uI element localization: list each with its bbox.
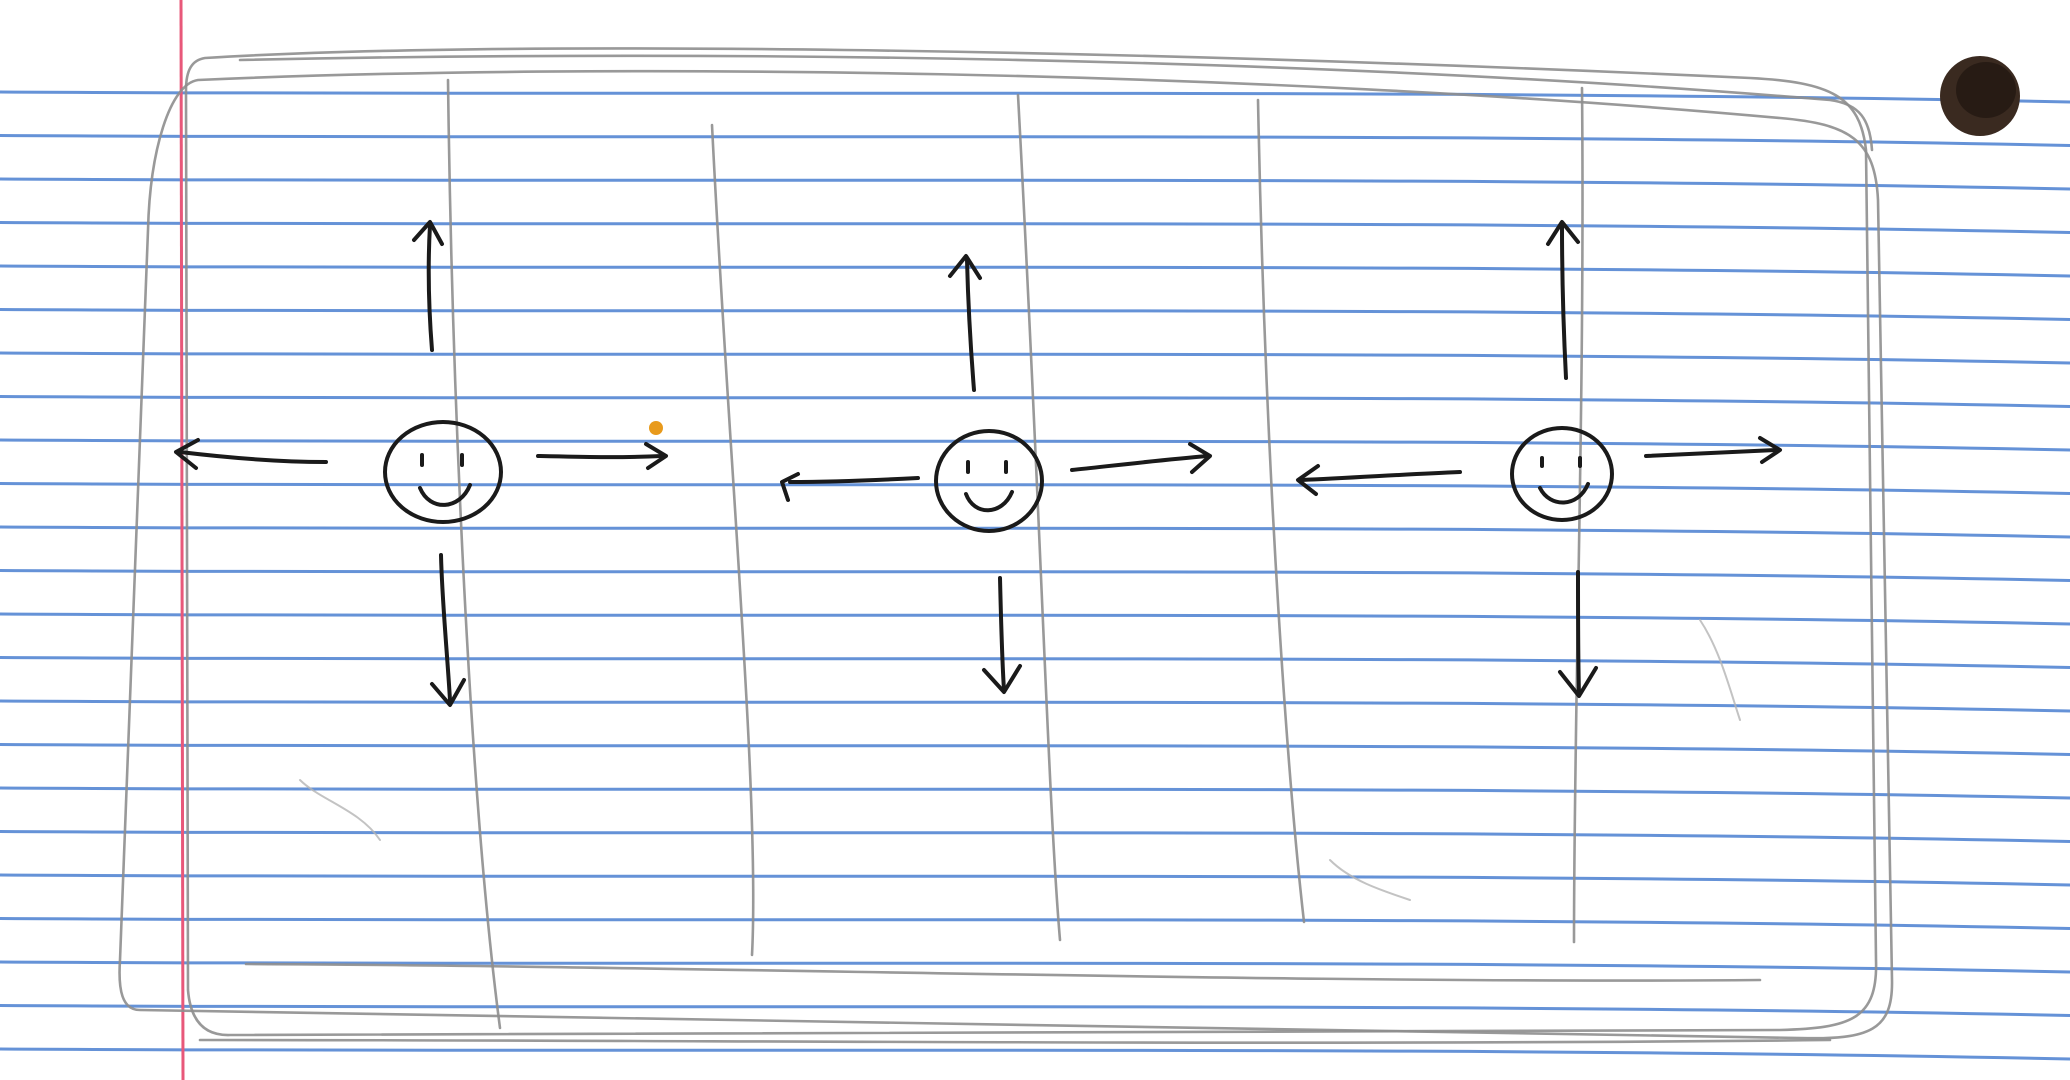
ruled-line — [0, 656, 2070, 669]
ruled-line — [0, 612, 2070, 626]
arrow-right-icon — [1070, 442, 1212, 474]
binder-hole-shadow — [1956, 62, 2016, 118]
ruled-line — [0, 743, 2070, 756]
ruled-line — [0, 873, 2070, 887]
ruled-line — [0, 830, 2070, 843]
ruled-line — [0, 699, 2070, 713]
margin-line — [179, 0, 185, 1080]
ruled-line — [0, 1047, 2070, 1061]
ruled-line — [0, 438, 2070, 452]
ruled-line — [0, 482, 2070, 495]
divider-lines — [446, 78, 1584, 1030]
smiley-face-icon — [934, 429, 1044, 533]
ruled-line — [0, 960, 2070, 974]
ruled-line — [0, 90, 2070, 104]
arrow-left-icon — [780, 472, 920, 502]
ruled-line — [0, 177, 2070, 191]
ruled-line — [0, 786, 2070, 800]
faint-pencil-marks — [299, 619, 1741, 901]
smiley-face-icon — [1510, 426, 1614, 522]
inner-baseline — [244, 962, 1762, 982]
arrow-up-icon — [412, 220, 444, 352]
arrow-right-icon — [536, 442, 668, 470]
figure-panel-2 — [780, 254, 1212, 694]
figure-panel-1 — [174, 220, 668, 707]
ruled-line — [0, 917, 2070, 930]
outer-frame — [118, 47, 1894, 1044]
ruled-line — [0, 351, 2070, 365]
arrow-down-icon — [430, 553, 466, 707]
arrow-down-icon — [982, 576, 1022, 694]
ruled-line — [0, 525, 2070, 539]
ruled-line — [0, 569, 2070, 582]
ruled-lines — [0, 90, 2070, 1061]
figure-panel-3 — [1296, 220, 1782, 698]
ruled-line — [0, 134, 2070, 147]
arrow-down-icon — [1558, 570, 1598, 698]
arrow-up-icon — [1546, 220, 1580, 380]
ruled-line — [0, 308, 2070, 321]
ruled-line — [0, 395, 2070, 408]
ruled-line — [0, 1004, 2070, 1017]
arrow-right-icon — [1644, 436, 1782, 464]
ruled-line — [0, 221, 2070, 234]
arrow-left-icon — [174, 438, 328, 470]
arrow-left-icon — [1296, 464, 1462, 496]
ruled-line — [0, 264, 2070, 278]
smiley-face-icon — [383, 420, 503, 524]
stain-dot — [649, 421, 663, 435]
arrow-up-icon — [948, 254, 982, 392]
